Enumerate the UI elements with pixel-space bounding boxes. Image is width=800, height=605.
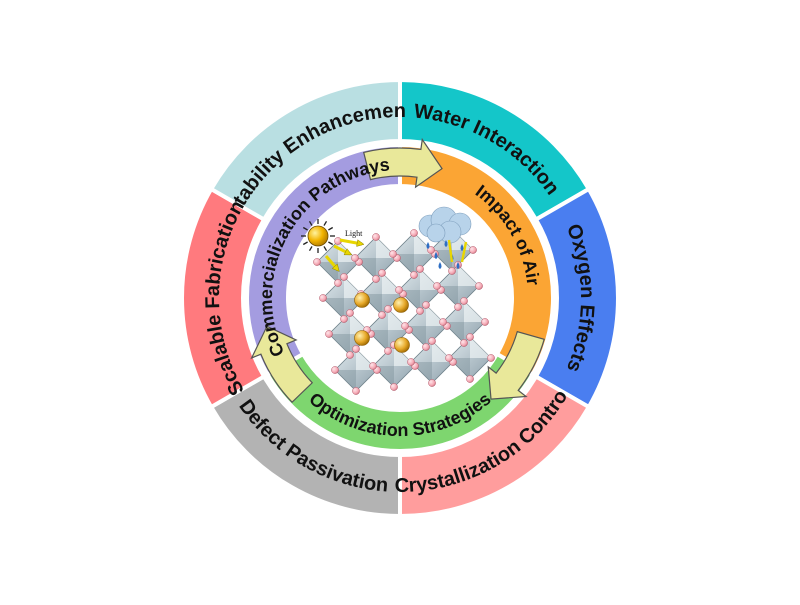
octahedron [354, 236, 398, 280]
octahedron [334, 348, 378, 392]
anion-atom [439, 318, 447, 326]
anion-atom [466, 375, 474, 383]
anion-atom [325, 330, 333, 338]
anion-atom [313, 258, 321, 266]
anion-atom [384, 347, 392, 355]
anion-atom [340, 315, 348, 323]
anion-atom [340, 273, 348, 281]
anion-atom [351, 254, 359, 262]
anion-atom [401, 322, 409, 330]
anion-atom [352, 345, 360, 353]
sun-icon [301, 219, 335, 253]
anion-atom [428, 379, 436, 387]
anion-atom [389, 250, 397, 258]
anion-atom [372, 233, 380, 241]
anion-atom [334, 279, 342, 287]
anion-atom [346, 309, 354, 317]
cycle-arrow [487, 330, 545, 400]
anion-atom [352, 387, 360, 395]
anion-atom [454, 303, 462, 311]
anion-atom [384, 305, 392, 313]
cation-atom [354, 330, 370, 346]
inner-segment-optimization-strategies [264, 351, 536, 453]
anion-atom [433, 282, 441, 290]
outer-ring [180, 77, 620, 519]
anion-atom [410, 229, 418, 237]
rain-drops [426, 239, 468, 269]
anion-atom [427, 246, 435, 254]
anion-atom [422, 301, 430, 309]
anion-atom [422, 343, 430, 351]
anion-atom [378, 311, 386, 319]
inner-ring [245, 142, 555, 453]
anion-atom [390, 383, 398, 391]
anion-atom [407, 358, 415, 366]
anion-atom [378, 269, 386, 277]
anion-atom [410, 271, 418, 279]
anion-atom [487, 354, 495, 362]
anion-atom [428, 337, 436, 345]
anion-atom [319, 294, 327, 302]
inner-segment-impact-of-air [398, 142, 555, 378]
anion-atom [448, 267, 456, 275]
anion-atom [460, 339, 468, 347]
cation-atom [393, 297, 409, 313]
light-arrows [324, 238, 365, 272]
anion-atom [460, 297, 468, 305]
anion-atom [369, 362, 377, 370]
perovskite-illustration: Light [290, 188, 510, 408]
inner-segment-commercialization-pathways [245, 142, 402, 378]
cation-atom [394, 337, 410, 353]
anion-atom [331, 366, 339, 374]
anion-atom [466, 333, 474, 341]
octahedron [372, 344, 416, 388]
cycle-arrows [250, 137, 545, 404]
anion-atom [475, 282, 483, 290]
anion-atom [469, 246, 477, 254]
anion-atom [445, 354, 453, 362]
anion-atom [416, 307, 424, 315]
cycle-arrow [362, 137, 443, 189]
anion-atom [416, 265, 424, 273]
outer-segment-stability-enhancement [208, 77, 402, 223]
cloud-icon [418, 206, 472, 244]
light-label: Light [345, 229, 363, 238]
anion-atom [372, 275, 380, 283]
anion-atom [395, 286, 403, 294]
cation-atom [354, 292, 370, 308]
cycle-arrow [250, 325, 314, 404]
anion-atom [481, 318, 489, 326]
anion-atom [346, 351, 354, 359]
